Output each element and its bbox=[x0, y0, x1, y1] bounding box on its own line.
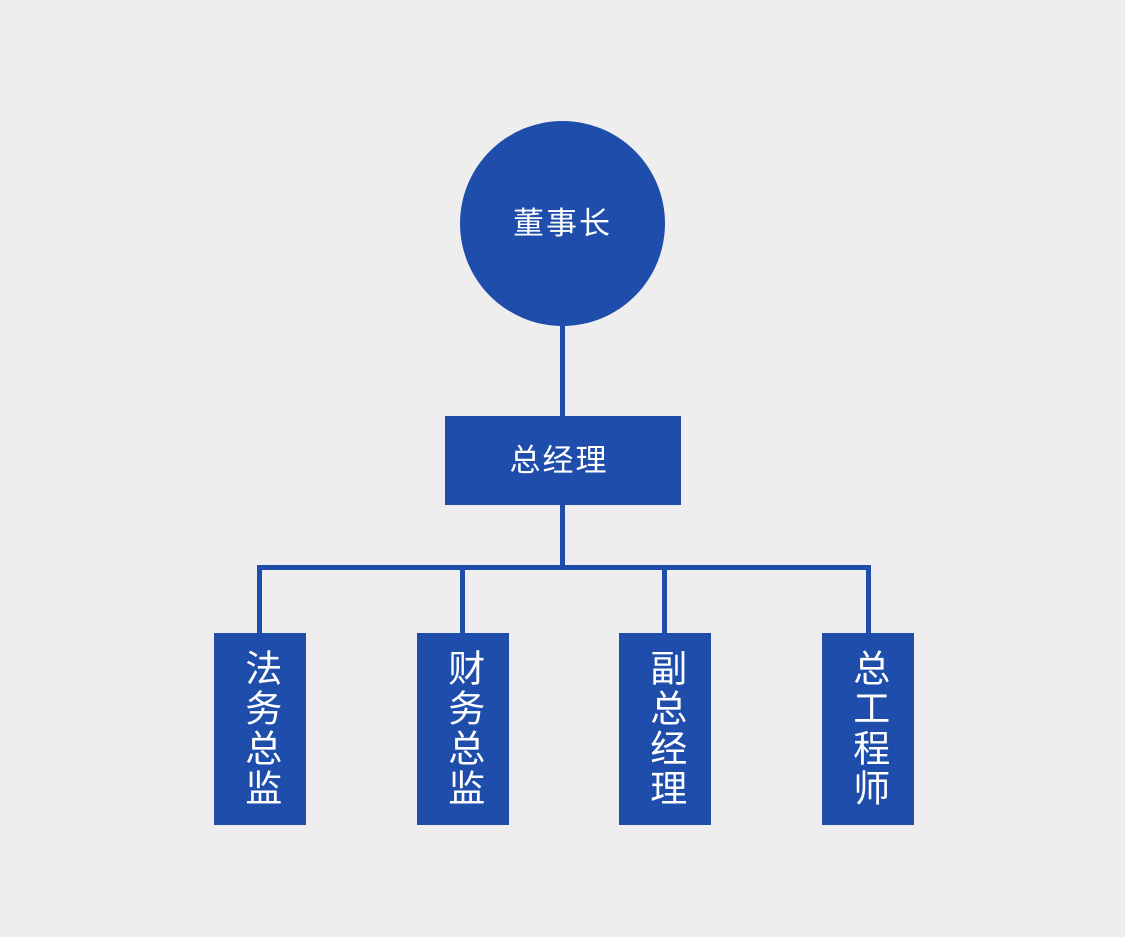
connector-drop-3 bbox=[662, 565, 667, 635]
node-chief-engineer[interactable]: 总工程师 bbox=[822, 633, 914, 825]
connector-root-to-level1 bbox=[560, 326, 565, 418]
node-general-manager[interactable]: 总经理 bbox=[445, 416, 681, 505]
connector-level1-trunk bbox=[560, 505, 565, 567]
node-finance-director-label: 财务总监 bbox=[442, 649, 484, 809]
node-chief-engineer-label: 总工程师 bbox=[847, 649, 889, 809]
node-chairman[interactable]: 董事长 bbox=[460, 121, 665, 326]
node-legal-director-label: 法务总监 bbox=[239, 649, 281, 809]
node-deputy-general-manager[interactable]: 副总经理 bbox=[619, 633, 711, 825]
connector-horizontal-bar bbox=[259, 565, 871, 570]
node-deputy-general-manager-label: 副总经理 bbox=[644, 649, 686, 809]
node-chairman-label: 董事长 bbox=[513, 206, 612, 241]
connector-drop-4 bbox=[866, 565, 871, 635]
connector-drop-2 bbox=[460, 565, 465, 635]
connector-drop-1 bbox=[257, 565, 262, 635]
node-finance-director[interactable]: 财务总监 bbox=[417, 633, 509, 825]
node-general-manager-label: 总经理 bbox=[509, 443, 609, 478]
node-legal-director[interactable]: 法务总监 bbox=[214, 633, 306, 825]
